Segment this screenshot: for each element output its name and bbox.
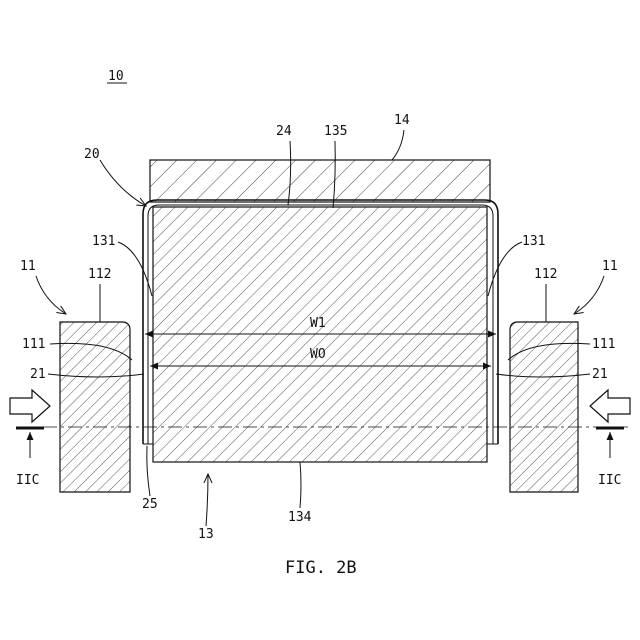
label-w1: W1 (310, 316, 326, 331)
device-ref-label: 10 (108, 69, 124, 84)
label-iic-left: IIC (16, 473, 39, 488)
push-arrow-right-icon (590, 390, 630, 422)
label-jaw-corner-left: 112 (88, 267, 111, 282)
label-wrap-film: 20 (84, 147, 100, 162)
label-jaw-face-left: 111 (22, 337, 45, 352)
label-jaw-corner-right: 112 (534, 267, 557, 282)
label-bottom-surface: 134 (288, 510, 312, 525)
leader-body (206, 474, 208, 526)
leader-side-left (118, 242, 152, 296)
label-jaw-left: 11 (20, 259, 36, 274)
push-arrow-left-icon (10, 390, 50, 422)
leader-bottom-surface (300, 462, 301, 508)
leader-jaw-left (36, 276, 66, 314)
label-gap-left: 21 (30, 367, 46, 382)
leader-jaw-right (574, 276, 604, 314)
label-jaw-right: 11 (602, 259, 618, 274)
jaw-right (510, 322, 578, 492)
leader-top-plate (392, 130, 404, 160)
label-top-plate: 14 (394, 113, 410, 128)
label-body: 13 (198, 527, 214, 542)
label-edge-layer: 25 (142, 497, 158, 512)
label-top-layer: 24 (276, 124, 292, 139)
figure-caption: FIG. 2B (285, 558, 357, 578)
label-jaw-face-right: 111 (592, 337, 615, 352)
label-gap-right: 21 (592, 367, 608, 382)
label-wo: WO (310, 347, 326, 362)
label-iic-right: IIC (598, 473, 621, 488)
leader-edge-layer (147, 446, 150, 496)
label-side-right: 131 (522, 234, 545, 249)
label-side-left: 131 (92, 234, 115, 249)
top-plate (150, 160, 490, 202)
jaw-left (60, 322, 130, 492)
leader-wrap-film (100, 160, 146, 206)
label-top-surface: 135 (324, 124, 347, 139)
